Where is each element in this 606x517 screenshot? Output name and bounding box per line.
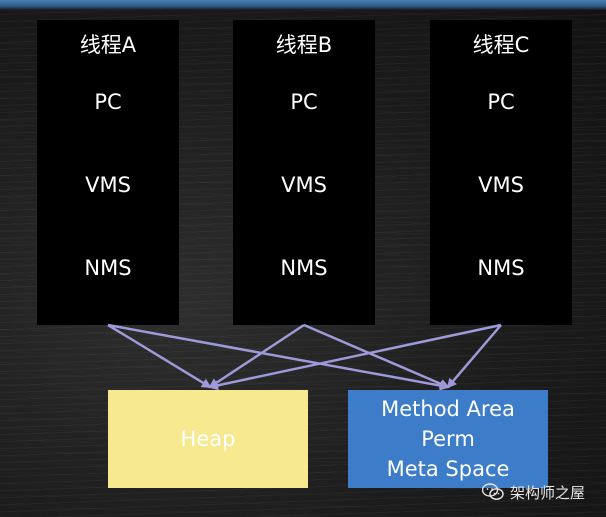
thread-b-pc: PC <box>290 90 318 114</box>
thread-a-box: 线程A PC VMS NMS <box>37 20 179 325</box>
method-area-box: Method Area Perm Meta Space <box>348 390 548 488</box>
thread-a-title: 线程A <box>79 33 137 57</box>
thread-c-title: 线程C <box>472 33 530 57</box>
thread-c-vms: VMS <box>478 173 524 197</box>
thread-c-box: 线程C PC VMS NMS <box>430 20 572 325</box>
arrow-thread-b-to-heap <box>208 323 305 389</box>
thread-b-box: 线程B PC VMS NMS <box>233 20 375 325</box>
thread-c-pc: PC <box>487 90 515 114</box>
thread-a-nms: NMS <box>84 256 132 280</box>
wechat-icon <box>482 483 504 500</box>
top-accent-strip <box>0 0 606 10</box>
thread-b-nms: NMS <box>280 256 328 280</box>
thread-a-pc: PC <box>94 90 122 114</box>
arrow-thread-a-to-heap <box>107 323 212 389</box>
arrow-thread-a-to-method-area <box>107 323 450 391</box>
method-area-label: Method Area <box>381 397 515 421</box>
arrow-thread-b-to-method-area <box>303 323 450 389</box>
heap-label: Heap <box>180 427 236 451</box>
arrow-thread-c-to-heap <box>208 323 502 391</box>
watermark: 架构师之屋 <box>482 480 585 504</box>
heap-box: Heap <box>108 390 308 488</box>
perm-label: Perm <box>421 427 475 451</box>
thread-a-vms: VMS <box>85 173 131 197</box>
thread-c-nms: NMS <box>477 256 525 280</box>
watermark-text: 架构师之屋 <box>510 483 586 502</box>
meta-space-label: Meta Space <box>386 457 510 481</box>
thread-b-vms: VMS <box>281 173 327 197</box>
thread-b-title: 线程B <box>275 33 333 57</box>
arrow-thread-c-to-method-area <box>446 324 502 389</box>
